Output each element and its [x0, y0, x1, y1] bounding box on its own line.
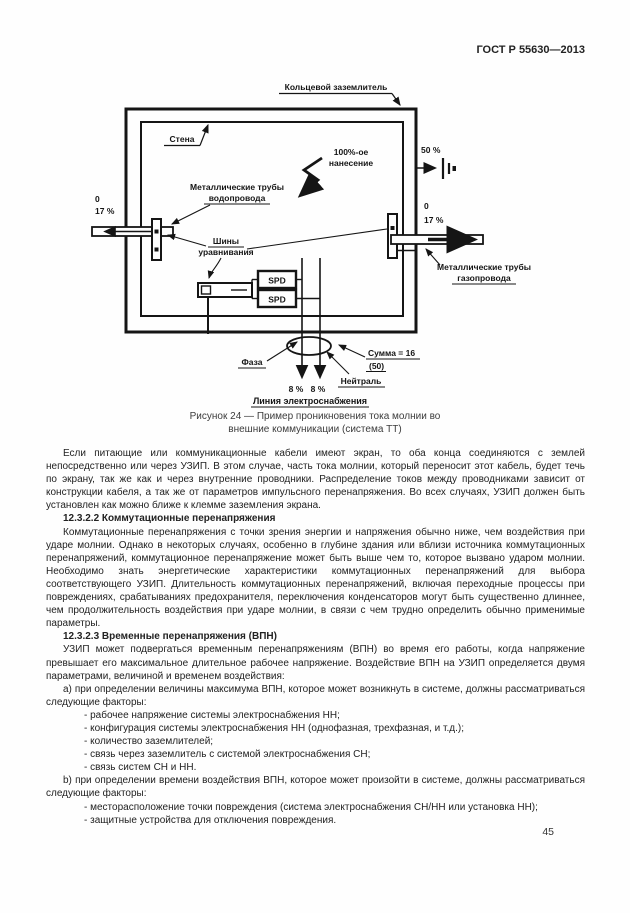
list-item: - связь систем СН и НН. [84, 762, 197, 774]
phase-label: Фаза [238, 341, 298, 369]
water-pipe [91, 225, 174, 238]
svg-text:нанесение: нанесение [329, 158, 373, 168]
svg-text:Сумма = 16: Сумма = 16 [368, 348, 415, 358]
lightning-bolt-icon: 100%-ое нанесение [297, 147, 373, 198]
svg-text:Металлические трубы: Металлические трубы [190, 182, 284, 192]
power-line-conductors [286, 258, 332, 380]
neutral-label: Нейтраль [326, 351, 385, 388]
left-zero-label: 0 [95, 194, 100, 204]
spd-top-label: SPD [268, 276, 285, 286]
list-item: - месторасположение точки повреждения (с… [84, 801, 538, 813]
list-item: - защитные устройства для отключения пов… [84, 814, 337, 826]
svg-text:Кольцевой заземлитель: Кольцевой заземлитель [285, 82, 388, 92]
svg-text:Фаза: Фаза [242, 357, 263, 367]
svg-text:водопровода: водопровода [209, 193, 266, 203]
list-item: - количество заземлителей; [84, 736, 214, 748]
svg-text:50 %: 50 % [421, 145, 441, 155]
document-number: ГОСТ Р 55630—2013 [476, 44, 585, 56]
svg-text:100%-ое: 100%-ое [334, 147, 369, 157]
sum-label: Сумма = 16 (50) [338, 344, 420, 373]
page-number: 45 [542, 826, 554, 838]
right-zero-label: 0 [424, 201, 429, 211]
earth-50-percent: 50 % [416, 145, 456, 179]
svg-text:(50): (50) [369, 361, 384, 371]
left-bonding-bar [151, 218, 162, 261]
paragraph-item-b: b) при определении времени воздействия В… [46, 775, 585, 800]
arrester [197, 282, 253, 334]
paragraph-switching-overvoltage: Коммутационные перенапряжения с точки зр… [46, 526, 585, 630]
gas-pipe [390, 225, 484, 254]
svg-text:Шины: Шины [213, 236, 239, 246]
gas-pipe-label: Металлические трубы газопровода [425, 248, 531, 285]
ring-earth-label: Кольцевой заземлитель [279, 82, 401, 106]
paragraph-item-a: а) при определении величины максимума ВП… [46, 683, 585, 708]
svg-text:Нейтраль: Нейтраль [341, 376, 382, 386]
figure-caption: Рисунок 24 — Пример проникновения тока м… [0, 410, 630, 436]
paragraph-shielded-cables: Если питающие или коммуникационные кабел… [46, 448, 585, 512]
spd-devices: SPD SPD [251, 269, 320, 309]
wall-label: Стена [164, 123, 209, 147]
spd-bottom-label: SPD [268, 295, 285, 305]
list-item: - конфигурация системы электроснабжения … [84, 722, 464, 734]
bonding-bus-label: Шины уравнивания [166, 228, 388, 280]
water-pipe-label: Металлические трубы водопровода [171, 182, 284, 225]
figure-caption-line1: Рисунок 24 — Пример проникновения тока м… [189, 411, 441, 422]
svg-text:Стена: Стена [170, 134, 195, 144]
power-supply-line-label: Линия электроснабжения [251, 396, 369, 408]
section-heading-12323: 12.3.2.3 Временные перенапряжения (ВПН) [63, 631, 277, 643]
figure-24-diagram: Кольцевой заземлитель Стена 100%-ое нане… [91, 82, 531, 408]
left-17-label: 17 % [95, 206, 115, 216]
svg-text:газопровода: газопровода [457, 273, 511, 283]
phase-8-percent: 8 % [289, 384, 304, 394]
svg-text:Линия электроснабжения: Линия электроснабжения [253, 396, 367, 406]
paragraph-tov-intro: УЗИП может подвергаться временным перена… [46, 644, 585, 682]
neutral-8-percent: 8 % [311, 384, 326, 394]
right-17-label: 17 % [424, 215, 444, 225]
building-wall [140, 121, 404, 317]
ring-earth-electrode [124, 107, 418, 334]
document-body: Если питающие или коммуникационные кабел… [46, 447, 585, 827]
figure-caption-line2: внешние коммуникации (система ТТ) [228, 424, 402, 435]
svg-text:Металлические трубы: Металлические трубы [437, 262, 531, 272]
list-item: - связь через заземлитель с системой эле… [84, 749, 371, 761]
svg-text:уравнивания: уравнивания [198, 247, 253, 257]
list-item: - рабочее напряжение системы электроснаб… [84, 709, 340, 721]
section-heading-12322: 12.3.2.2 Коммутационные перенапряжения [63, 513, 276, 525]
